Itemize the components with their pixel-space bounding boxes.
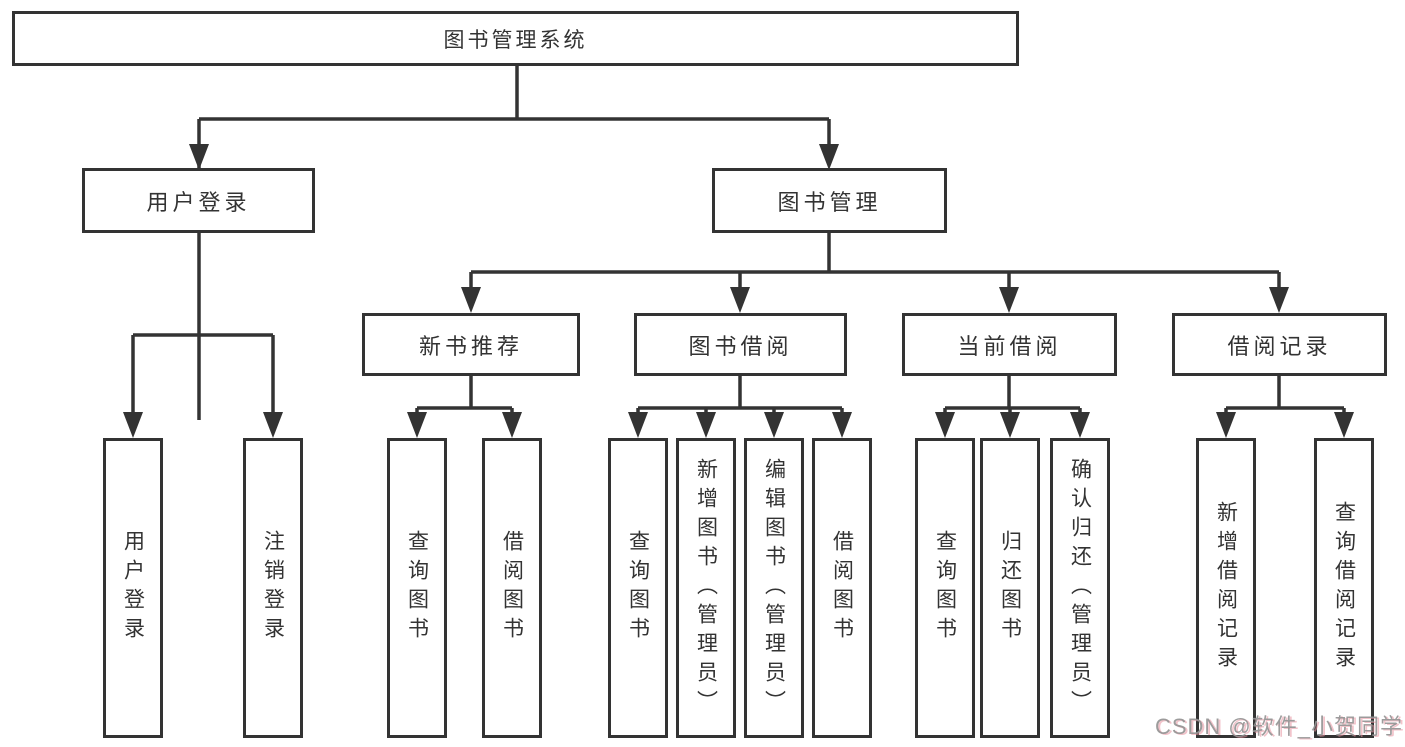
leaf-add-book-admin: 新增图书（管理员） — [676, 438, 736, 738]
node-borrow-records: 借阅记录 — [1172, 313, 1387, 376]
leaf-return-books: 归还图书 — [980, 438, 1040, 738]
leaf-add-borrow-record: 新增借阅记录 — [1196, 438, 1256, 738]
leaf-query-borrow-record: 查询借阅记录 — [1314, 438, 1374, 738]
node-new-book-recommend: 新书推荐 — [362, 313, 580, 376]
leaf-query-books-current: 查询图书 — [915, 438, 975, 738]
leaf-edit-book-admin: 编辑图书（管理员） — [744, 438, 804, 738]
leaf-logout: 注销登录 — [243, 438, 303, 738]
node-user-login: 用户登录 — [82, 168, 315, 233]
node-current-borrow: 当前借阅 — [902, 313, 1117, 376]
leaf-borrow-books: 借阅图书 — [812, 438, 872, 738]
node-book-management-system: 图书管理系统 — [12, 11, 1019, 66]
leaf-user-login: 用户登录 — [103, 438, 163, 738]
leaf-query-books-borrow: 查询图书 — [608, 438, 668, 738]
leaf-borrow-books-recommend: 借阅图书 — [482, 438, 542, 738]
node-book-borrow: 图书借阅 — [634, 313, 847, 376]
leaf-query-books-recommend: 查询图书 — [387, 438, 447, 738]
leaf-confirm-return-admin: 确认归还（管理员） — [1050, 438, 1110, 738]
watermark: CSDN @软件_小贺同学 — [1154, 714, 1403, 739]
node-book-management: 图书管理 — [712, 168, 947, 233]
